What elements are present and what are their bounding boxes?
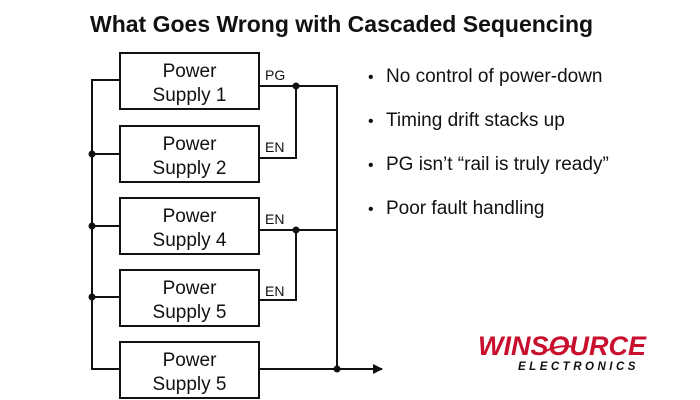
- output-rail-wire: [259, 85, 338, 370]
- bullet-icon: •: [368, 69, 374, 86]
- logo-subtitle: ELECTRONICS: [518, 361, 639, 373]
- supply-label-line2: Supply 5: [153, 374, 227, 395]
- junction-dot: [88, 150, 96, 158]
- supply-label-line1: Power: [163, 206, 218, 227]
- supply-label-line1: Power: [163, 134, 218, 155]
- supply-label-line1: Power: [163, 278, 218, 299]
- pg1-to-en2-wire: [259, 85, 297, 159]
- supply-label-line1: Power: [163, 61, 218, 82]
- junction-dot: [292, 226, 300, 234]
- pin-label: EN: [265, 283, 284, 299]
- pin-label: EN: [265, 139, 284, 155]
- list-item: • No control of power-down: [368, 62, 609, 106]
- bullet-icon: •: [368, 201, 374, 218]
- supply-label-line2: Supply 4: [153, 230, 227, 251]
- supply-label-line2: Supply 5: [153, 302, 227, 323]
- bullet-icon: •: [368, 113, 374, 130]
- list-item-text: PG isn’t “rail is truly ready”: [386, 154, 609, 175]
- list-item: • PG isn’t “rail is truly ready”: [368, 150, 609, 194]
- junction-dot: [292, 82, 300, 90]
- en4-to-en5-wire: [259, 230, 297, 301]
- list-item: • Poor fault handling: [368, 194, 609, 238]
- junction-dot: [88, 293, 96, 301]
- pin-label: EN: [265, 211, 284, 227]
- power-supply-5-block: Power Supply 5 EN: [119, 269, 284, 327]
- power-supply-1-block: Power Supply 1 PG: [119, 52, 285, 110]
- logo-wordmark: WINSOURCE: [478, 331, 647, 361]
- list-item-text: Timing drift stacks up: [386, 110, 565, 131]
- issues-list: • No control of power-down • Timing drift …: [368, 62, 609, 238]
- logo-swoosh: [543, 345, 575, 353]
- list-item-text: Poor fault handling: [386, 198, 545, 219]
- page-title: What Goes Wrong with Cascaded Sequencing: [90, 11, 594, 37]
- left-bus-line: [91, 79, 120, 370]
- power-supply-4-block: Power Supply 4 EN: [119, 197, 284, 255]
- junction-dot: [88, 222, 96, 230]
- logo-part-b: SOURCE: [530, 331, 647, 361]
- supply-label-line2: Supply 1: [153, 85, 227, 106]
- logo-part-a: WIN: [478, 331, 531, 361]
- power-supply-2-block: Power Supply 2 EN: [119, 125, 284, 183]
- list-item: • Timing drift stacks up: [368, 106, 609, 150]
- list-item-text: No control of power-down: [386, 66, 603, 87]
- supply-label-line1: Power: [163, 350, 218, 371]
- winsource-logo: WINSOURCE ELECTRONICS: [478, 331, 647, 373]
- power-supply-5-last-block: Power Supply 5: [119, 341, 260, 399]
- supply-label-line2: Supply 2: [153, 158, 227, 179]
- junction-dot: [333, 365, 341, 373]
- bullet-icon: •: [368, 157, 374, 174]
- pin-label: PG: [265, 67, 285, 83]
